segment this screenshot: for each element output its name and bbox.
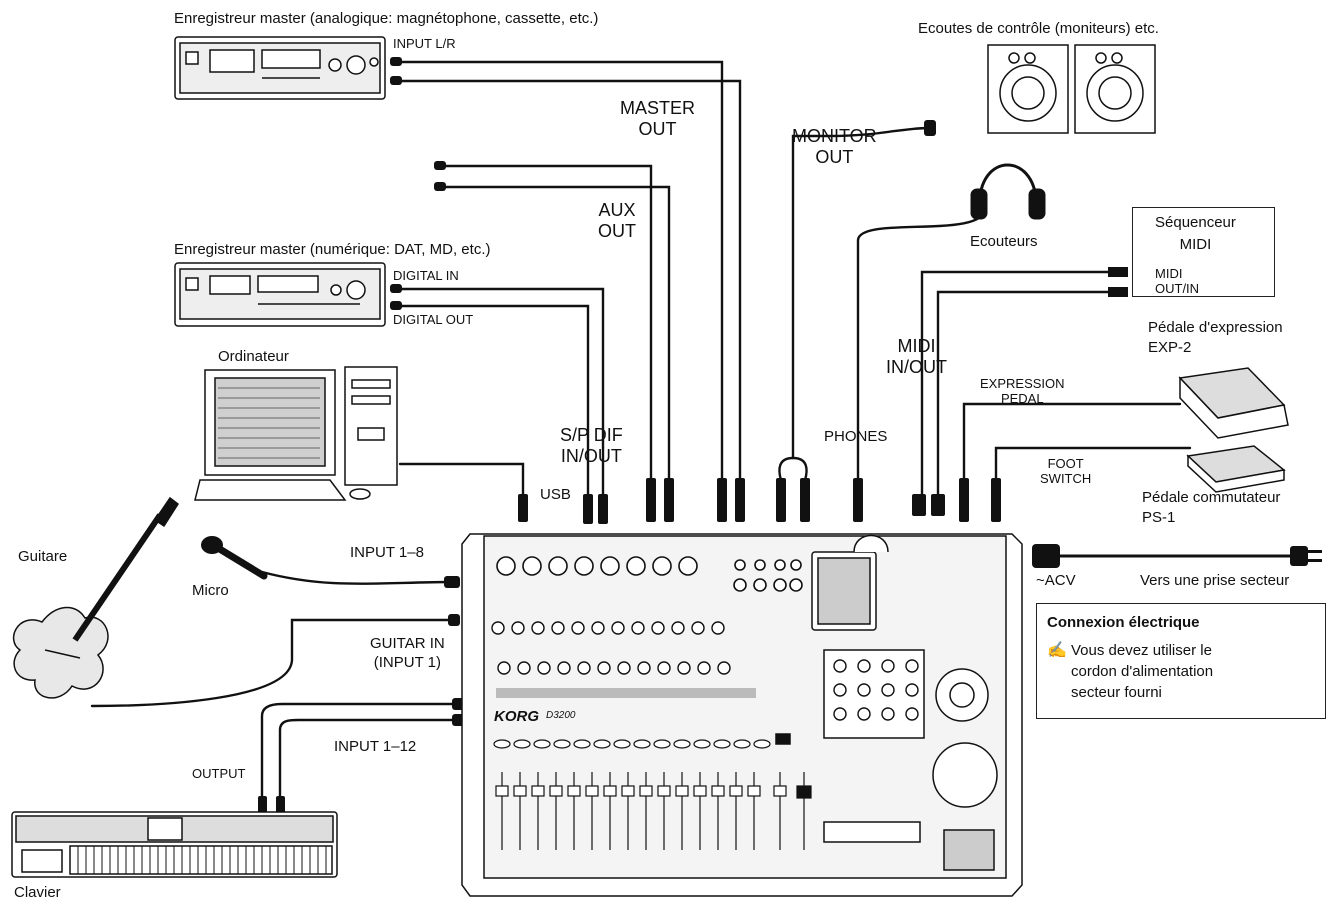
- analog-master-label: Enregistreur master (analogique: magnéto…: [174, 10, 599, 27]
- cable-midi-1: [920, 270, 1112, 500]
- guitar-in-label: GUITAR IN (INPUT 1): [370, 635, 445, 671]
- digital-master-label: Enregistreur master (numérique: DAT, MD,…: [174, 241, 491, 258]
- cable-monitor-split: [778, 456, 808, 482]
- korg-logo: KORG: [494, 708, 539, 725]
- analog-recorder-illustration: [174, 36, 386, 100]
- input-1-8-label: INPUT 1–8: [350, 544, 424, 561]
- cable-master-out-r: [396, 79, 742, 507]
- sequencer-label: Séquenceur MIDI: [1155, 214, 1236, 253]
- cable-digital-in: [396, 287, 605, 507]
- computer-label: Ordinateur: [218, 348, 289, 365]
- digital-in-label: DIGITAL IN: [393, 268, 459, 283]
- guitar-illustration: [12, 496, 180, 699]
- phones-label: PHONES: [824, 428, 888, 445]
- power-note-text: Vous devez utiliser le cordon d'alimenta…: [1071, 642, 1214, 701]
- keyboard-illustration: [11, 811, 338, 878]
- mixer-knobs: [491, 621, 919, 721]
- output-label: OUTPUT: [192, 766, 246, 781]
- microphone-illustration: [201, 536, 268, 580]
- monitor-speakers-illustration: [987, 44, 1156, 134]
- power-note-title: Connexion électrique: [1047, 614, 1200, 631]
- cable-master-out-l: [396, 60, 724, 507]
- model-name: D3200: [546, 710, 576, 721]
- expression-pedal-model-label: Pédale d'expression EXP-2: [1148, 319, 1283, 356]
- cable-guitar: [90, 618, 454, 708]
- acv-label: ~ACV: [1036, 572, 1076, 589]
- master-out-label: MASTER OUT: [620, 98, 696, 139]
- guitar-label: Guitare: [18, 548, 68, 565]
- mixer-jacks: [496, 556, 803, 592]
- foot-switch-illustration: [1186, 445, 1286, 493]
- cable-digital-out: [396, 304, 590, 507]
- cable-expression: [962, 402, 1182, 507]
- outlet-label: Vers une prise secteur: [1140, 572, 1290, 589]
- headphones-label: Ecouteurs: [970, 233, 1038, 250]
- cable-keyboard-2: [278, 718, 460, 812]
- cable-usb: [398, 462, 525, 502]
- midi-sequencer-box: Séquenceur MIDI MIDI OUT/IN: [1132, 207, 1275, 297]
- input-1-12-label: INPUT 1–12: [334, 738, 417, 755]
- foot-switch-label: FOOT SWITCH: [1040, 456, 1092, 486]
- cable-midi-2: [936, 290, 1112, 500]
- usb-label: USB: [540, 486, 571, 503]
- power-note-box: Connexion électrique ✍ Vous devez utilis…: [1036, 603, 1326, 719]
- midi-out-in-label: MIDI OUT/IN: [1155, 266, 1200, 296]
- warning-hand-icon: ✍: [1047, 642, 1067, 659]
- cable-aux-1: [440, 164, 653, 507]
- foot-switch-model-label: Pédale commutateur PS-1: [1142, 489, 1281, 526]
- spdif-label: S/P DIF IN/OUT: [560, 425, 623, 466]
- keyboard-label: Clavier: [14, 884, 61, 901]
- computer-illustration: [194, 366, 398, 501]
- midi-in-out-label: MIDI IN/OUT: [886, 336, 947, 377]
- mixer-buttons: [493, 739, 771, 749]
- monitors-label: Ecoutes de contrôle (moniteurs) etc.: [918, 20, 1159, 37]
- cable-aux-2: [440, 185, 671, 507]
- digital-recorder-illustration: [174, 262, 386, 327]
- cable-monitor: [791, 126, 932, 460]
- input-lr-label: INPUT L/R: [393, 36, 456, 51]
- expression-pedal-illustration: [1178, 367, 1289, 439]
- expression-pedal-jack-label: EXPRESSION PEDAL: [980, 376, 1065, 406]
- digital-out-label: DIGITAL OUT: [393, 312, 474, 327]
- mixer-faders: [495, 772, 812, 850]
- aux-out-label: AUX OUT: [598, 200, 636, 241]
- cable-mic: [260, 570, 457, 585]
- cable-keyboard-1: [260, 702, 460, 812]
- headphones-illustration: [970, 163, 1046, 220]
- mic-label: Micro: [192, 582, 229, 599]
- monitor-out-label: MONITOR OUT: [792, 126, 877, 167]
